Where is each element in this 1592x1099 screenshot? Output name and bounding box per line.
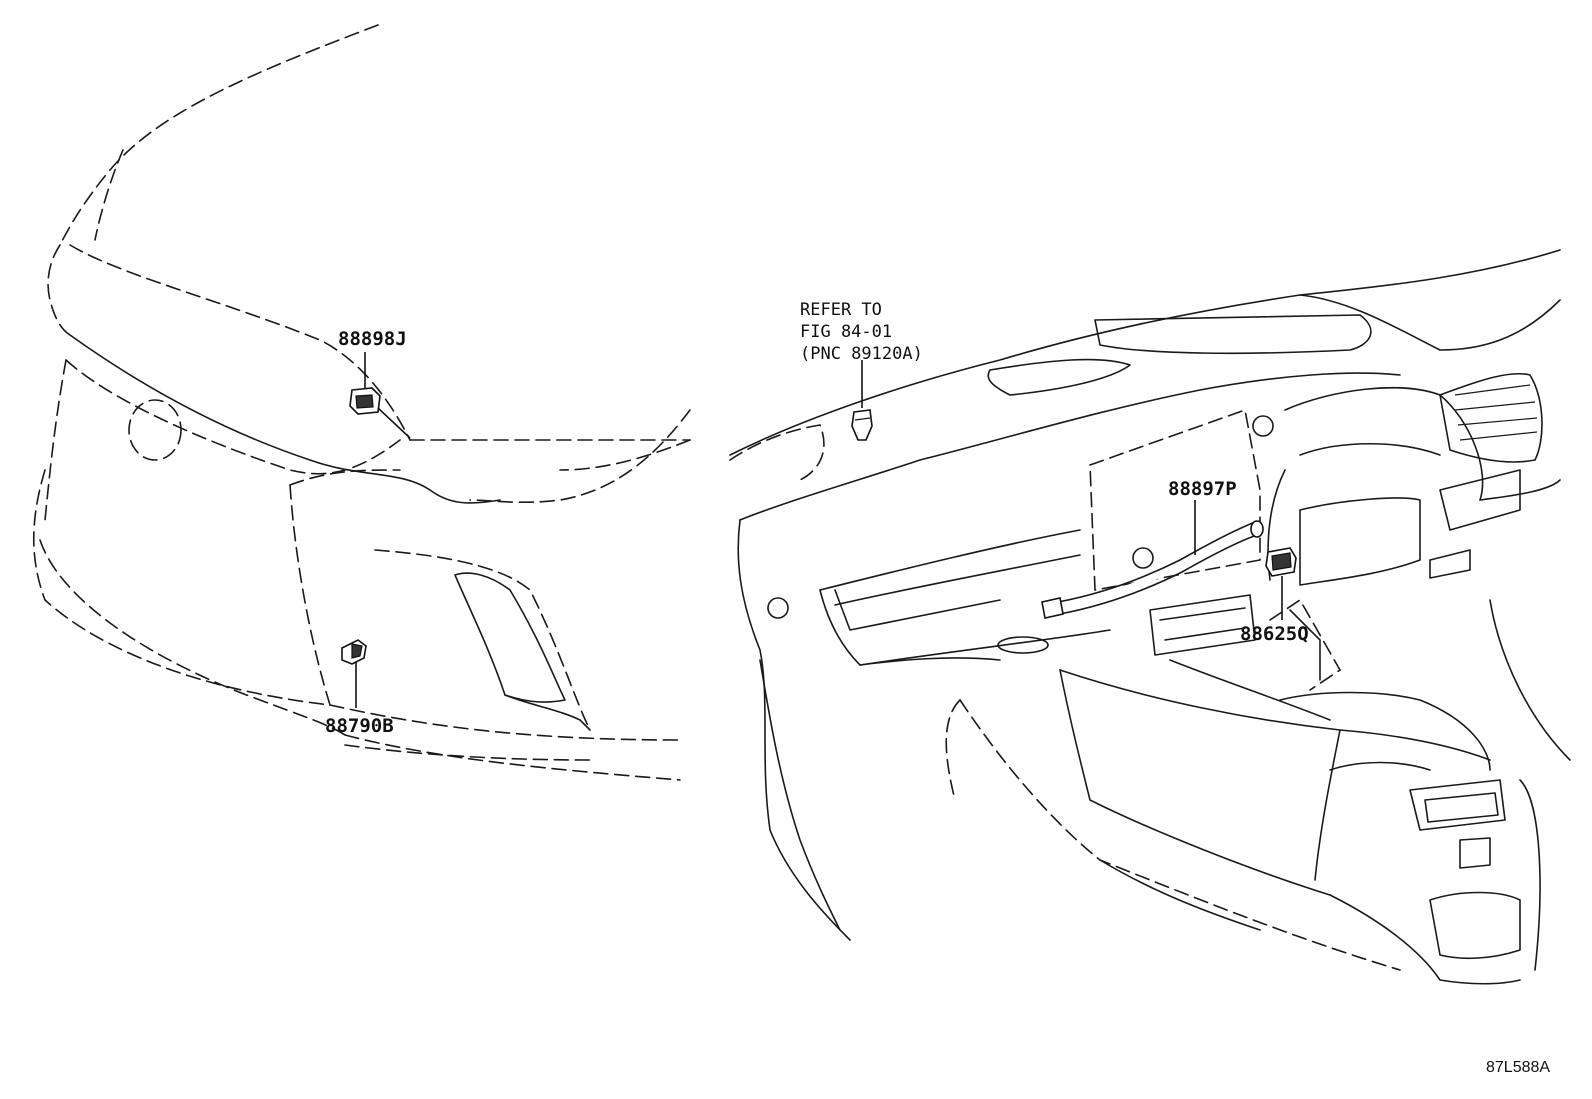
part-88790b[interactable]: [341, 639, 367, 665]
part-88625q[interactable]: [1265, 547, 1297, 577]
refer-note-line2: FIG 84-01: [800, 322, 892, 342]
callout-88625q[interactable]: 88625Q: [1240, 623, 1309, 645]
instrument-panel-view: 88897P 88625Q REFER TO FIG 84-01 (PNC 89…: [729, 249, 1571, 985]
refer-note-line1: REFER TO: [800, 300, 882, 320]
part-89120a[interactable]: [851, 409, 873, 441]
part-88897p-harness[interactable]: [1041, 520, 1264, 619]
front-vehicle-view: 88898J 88790B: [32, 24, 691, 781]
figure-code: 87L588A: [1486, 1059, 1550, 1076]
part-88898j[interactable]: [349, 387, 381, 415]
callout-88898j[interactable]: 88898J: [338, 328, 407, 350]
callout-88897p[interactable]: 88897P: [1168, 478, 1237, 500]
callout-88790b[interactable]: 88790B: [325, 715, 394, 737]
leader-88898j-b: [377, 407, 411, 439]
refer-note-line3: (PNC 89120A): [800, 344, 923, 364]
refer-note[interactable]: REFER TO FIG 84-01 (PNC 89120A): [800, 300, 923, 364]
